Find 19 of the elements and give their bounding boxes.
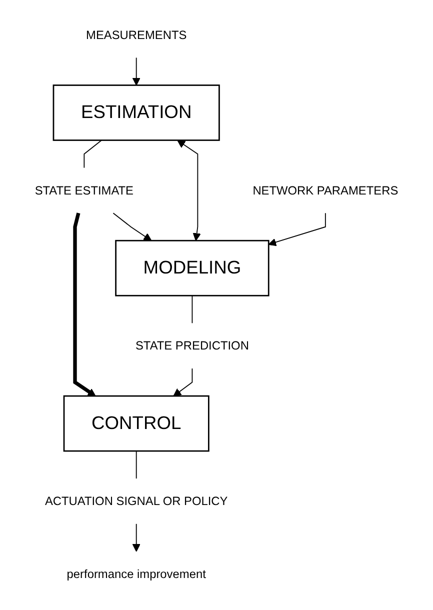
connector: [192, 296, 193, 324]
node-box: CONTROL: [63, 396, 210, 452]
node-box: ESTIMATION: [52, 84, 220, 142]
arrow: [132, 524, 140, 552]
arrow: [173, 368, 193, 397]
arrow: [73, 213, 96, 397]
node-text: STATE ESTIMATE: [34, 184, 134, 198]
node-text: STATE PREDICTION: [135, 339, 249, 353]
arrow: [132, 58, 140, 86]
arrow: [268, 213, 326, 247]
connector: [136, 451, 137, 480]
arrow: [177, 140, 201, 242]
arrow: [112, 213, 152, 242]
node-box: MODELING: [115, 240, 270, 297]
node-text: ACTUATION SIGNAL OR POLICY: [44, 494, 228, 508]
node-text: MEASUREMENTS: [86, 28, 187, 42]
node-text: performance improvement: [66, 567, 206, 582]
node-text: NETWORK PARAMETERS: [252, 184, 398, 198]
connector: [84, 140, 102, 169]
